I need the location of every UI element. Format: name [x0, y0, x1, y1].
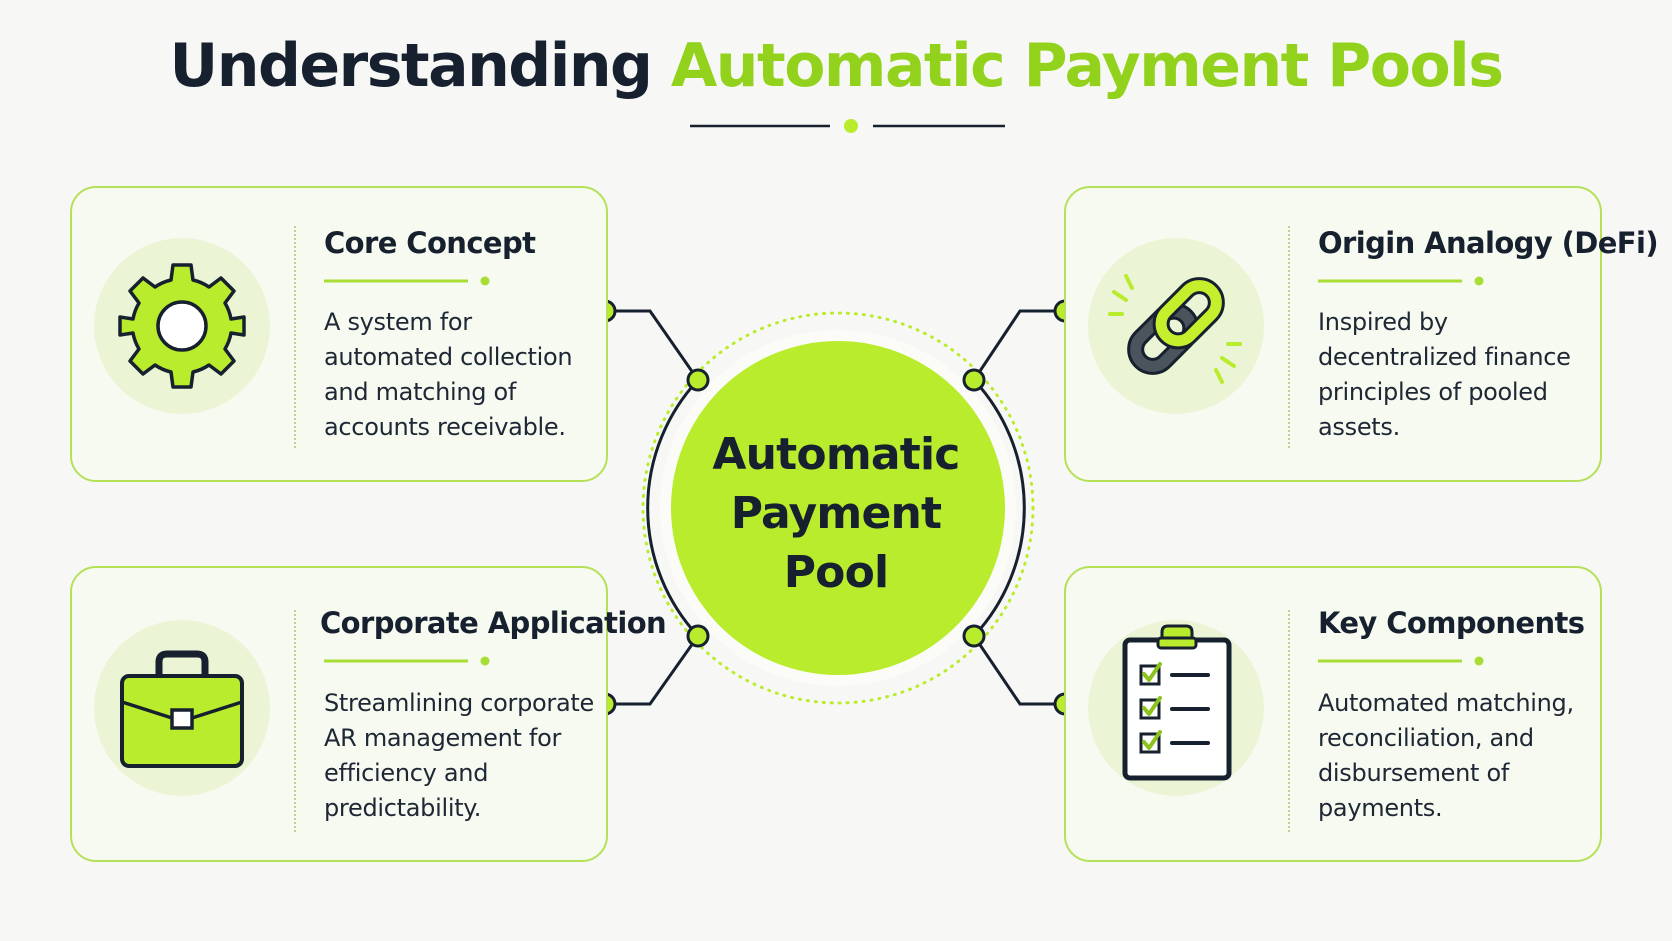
card-title: Corporate Application	[320, 606, 667, 640]
card-title: Origin Analogy (DeFi)	[1318, 226, 1659, 260]
clipboard-checklist-icon	[1088, 620, 1264, 796]
card-body: Streamlining corporate AR management for…	[324, 689, 594, 822]
hub-dotted-ring	[641, 311, 1035, 705]
card-title-underline	[1318, 656, 1484, 666]
title-part-2: Automatic Payment Pools	[670, 31, 1504, 101]
hub-circle	[671, 341, 1005, 675]
connector-top-left	[593, 299, 710, 392]
title-part-1: Understanding	[169, 31, 653, 101]
hub-label-line-1: Automatic	[712, 429, 960, 480]
card-body: A system for automated collection and ma…	[324, 308, 573, 441]
connector-top-right	[962, 299, 1077, 392]
card-title-underline	[324, 656, 490, 666]
chain-link-icon	[1088, 238, 1264, 414]
card-key-components: Key Components Automated matching, recon…	[1064, 566, 1602, 862]
card-body: Automated matching, reconciliation, and …	[1318, 689, 1574, 822]
briefcase-icon	[94, 620, 270, 796]
card-separator	[1288, 226, 1290, 448]
hub-left-arc	[646, 378, 700, 638]
connector-bottom-right	[962, 624, 1077, 716]
card-title: Core Concept	[324, 226, 536, 260]
card-title-underline	[1318, 276, 1484, 286]
card-separator	[294, 610, 296, 832]
card-separator	[294, 226, 296, 448]
card-corporate-application: Corporate Application Streamlining corpo…	[70, 566, 667, 862]
hub-label: Automatic Payment Pool	[686, 425, 986, 602]
hub-label-line-2: Payment	[730, 488, 942, 539]
card-title-underline	[324, 276, 490, 286]
hub-right-arc	[972, 378, 1026, 638]
card-origin-analogy: Origin Analogy (DeFi) Inspired by decent…	[1064, 186, 1659, 482]
card-separator	[1288, 610, 1290, 832]
page-title: Understanding Automatic Payment Pools	[0, 28, 1672, 104]
gear-icon	[94, 238, 270, 414]
card-core-concept: Core Concept A system for automated coll…	[70, 186, 608, 482]
card-body: Inspired by decentralized finance princi…	[1318, 308, 1571, 441]
hub-label-line-3: Pool	[783, 547, 889, 598]
card-title: Key Components	[1318, 606, 1585, 640]
